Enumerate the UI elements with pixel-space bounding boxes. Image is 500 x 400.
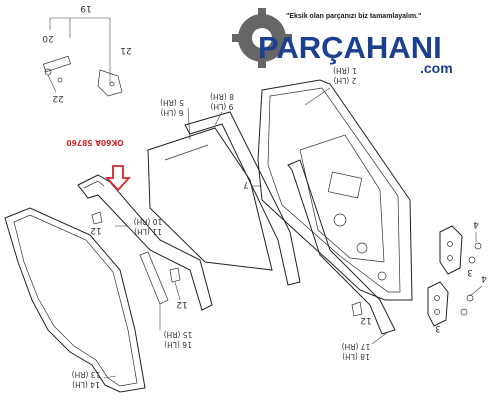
door-outer-weatherstrip: [77, 174, 213, 311]
callout-19: 19: [80, 3, 92, 13]
hinge-bracket-part: [97, 69, 123, 97]
callout-12a: 12: [90, 225, 101, 235]
callout-9: 9 (LH): [211, 102, 234, 111]
check-link-part: [42, 55, 72, 93]
window-glass: [147, 127, 273, 271]
arrow-down-icon: [104, 165, 132, 192]
callout-4a: 4: [473, 219, 479, 229]
callout-5: 5 (RH): [160, 98, 184, 107]
callout-14: 14 (LH): [72, 380, 100, 389]
brand-logo: "Eksik olan parçanızı biz tamamlayalım."…: [232, 8, 453, 76]
hinge-bolts: [460, 242, 482, 316]
brand-slogan: "Eksik olan parçanızı biz tamamlayalım.": [286, 13, 421, 20]
callout-4b: 4: [481, 273, 487, 283]
callout-6: 6 (LH): [161, 108, 184, 117]
part-code-label: OK60A 58760: [66, 138, 123, 147]
callout-12c: 12: [360, 315, 371, 325]
callout-12b: 12: [176, 299, 187, 309]
callout-22: 22: [52, 93, 63, 103]
door-hinge-upper: [439, 225, 463, 275]
body-weatherstrip: [4, 207, 146, 393]
brand-name: PARÇAHANI: [258, 30, 442, 65]
callout-13: 13 (RH): [72, 370, 101, 379]
callout-16: 16 (LH): [164, 340, 192, 349]
hinge-bracket-group: 19 20 21 22: [42, 3, 132, 103]
door-inner-weatherstrip: [287, 159, 396, 335]
callout-10: 10 (RH): [134, 217, 163, 226]
door-hinge-lower: [427, 281, 449, 327]
clip-part: [91, 211, 103, 225]
callout-3a: 3: [467, 267, 473, 277]
callout-1: 1 (RH): [333, 66, 357, 75]
callout-8: 8 (RH): [210, 92, 234, 101]
glass-run-channel: [184, 111, 301, 286]
callout-21: 21: [120, 45, 131, 55]
clip-part-2: [169, 267, 181, 301]
callout-3b: 3: [435, 323, 441, 333]
belt-moulding: [139, 251, 169, 305]
gear-icon: [232, 8, 292, 68]
callout-11: 11 (LH): [134, 227, 162, 236]
callout-2: 2 (LH): [334, 76, 357, 85]
callout-17: 17 (RH): [342, 342, 371, 351]
brand-domain: .com: [420, 60, 453, 76]
clip-part-3: [351, 301, 363, 317]
door-inner-panel: [257, 79, 413, 301]
callout-20: 20: [42, 33, 54, 43]
callout-18: 18 (LH): [342, 352, 370, 361]
callout-7: 7: [243, 179, 249, 189]
callout-15: 15 (RH): [164, 330, 193, 339]
